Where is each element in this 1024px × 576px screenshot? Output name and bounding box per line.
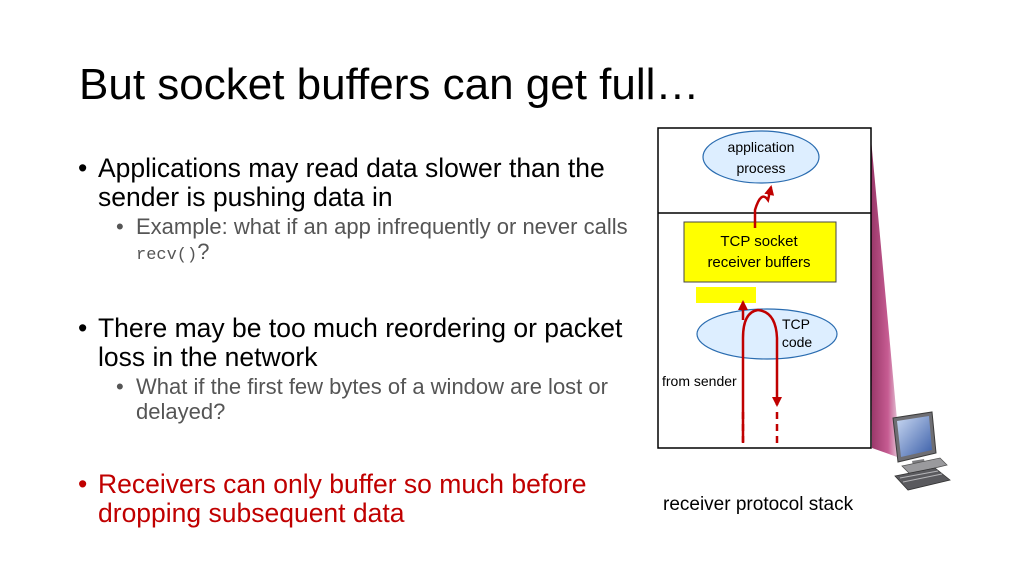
tcp-code-ellipse	[696, 308, 838, 360]
bullet-item-highlight: • Receivers can only buffer so much befo…	[78, 470, 638, 528]
bullet-dot: •	[78, 469, 88, 499]
sub-bullet-text: What if the first few bytes of a window …	[136, 374, 608, 424]
tcp-label-line2: code	[782, 334, 813, 350]
bullet-dot: •	[116, 374, 124, 399]
bullet-text: There may be too much reordering or pack…	[98, 313, 623, 372]
application-process-ellipse	[702, 130, 820, 184]
bullet-dot: •	[116, 214, 124, 239]
desktop-computer-icon	[892, 411, 951, 491]
bullet-item: • There may be too much reordering or pa…	[78, 314, 638, 372]
buffer-label-line1: TCP socket	[720, 233, 798, 250]
deliver-arrow-loop	[741, 308, 782, 442]
code-recv: recv()	[136, 246, 198, 265]
bullet-list: • Applications may read data slower than…	[78, 154, 638, 528]
diagram-caption: receiver protocol stack	[663, 494, 854, 515]
sub-bullet-item: • Example: what if an app infrequently o…	[78, 214, 638, 268]
receiver-buffer-box	[683, 221, 837, 283]
app-label-line1: application	[728, 139, 795, 155]
bullet-text: Applications may read data slower than t…	[98, 153, 605, 212]
sub-bullet-text: Example: what if an app infrequently or …	[136, 214, 628, 239]
bullet-item: • Applications may read data slower than…	[78, 154, 638, 212]
buffer-label-line2: receiver buffers	[707, 254, 810, 271]
bullet-dot: •	[78, 313, 88, 343]
tcp-label-line1: TCP	[782, 316, 810, 332]
bullet-text: Receivers can only buffer so much before…	[98, 469, 587, 528]
sub-bullet-text-end: ?	[197, 239, 210, 264]
app-label-line2: process	[736, 160, 785, 176]
perspective-wedge	[870, 128, 900, 458]
slide-title: But socket buffers can get full…	[79, 60, 700, 109]
bullet-dot: •	[78, 153, 88, 183]
from-sender-label: from sender	[662, 373, 737, 389]
buffer-segment	[696, 287, 756, 303]
sub-bullet-item: • What if the first few bytes of a windo…	[78, 374, 638, 424]
read-arrow-loop	[753, 185, 775, 228]
